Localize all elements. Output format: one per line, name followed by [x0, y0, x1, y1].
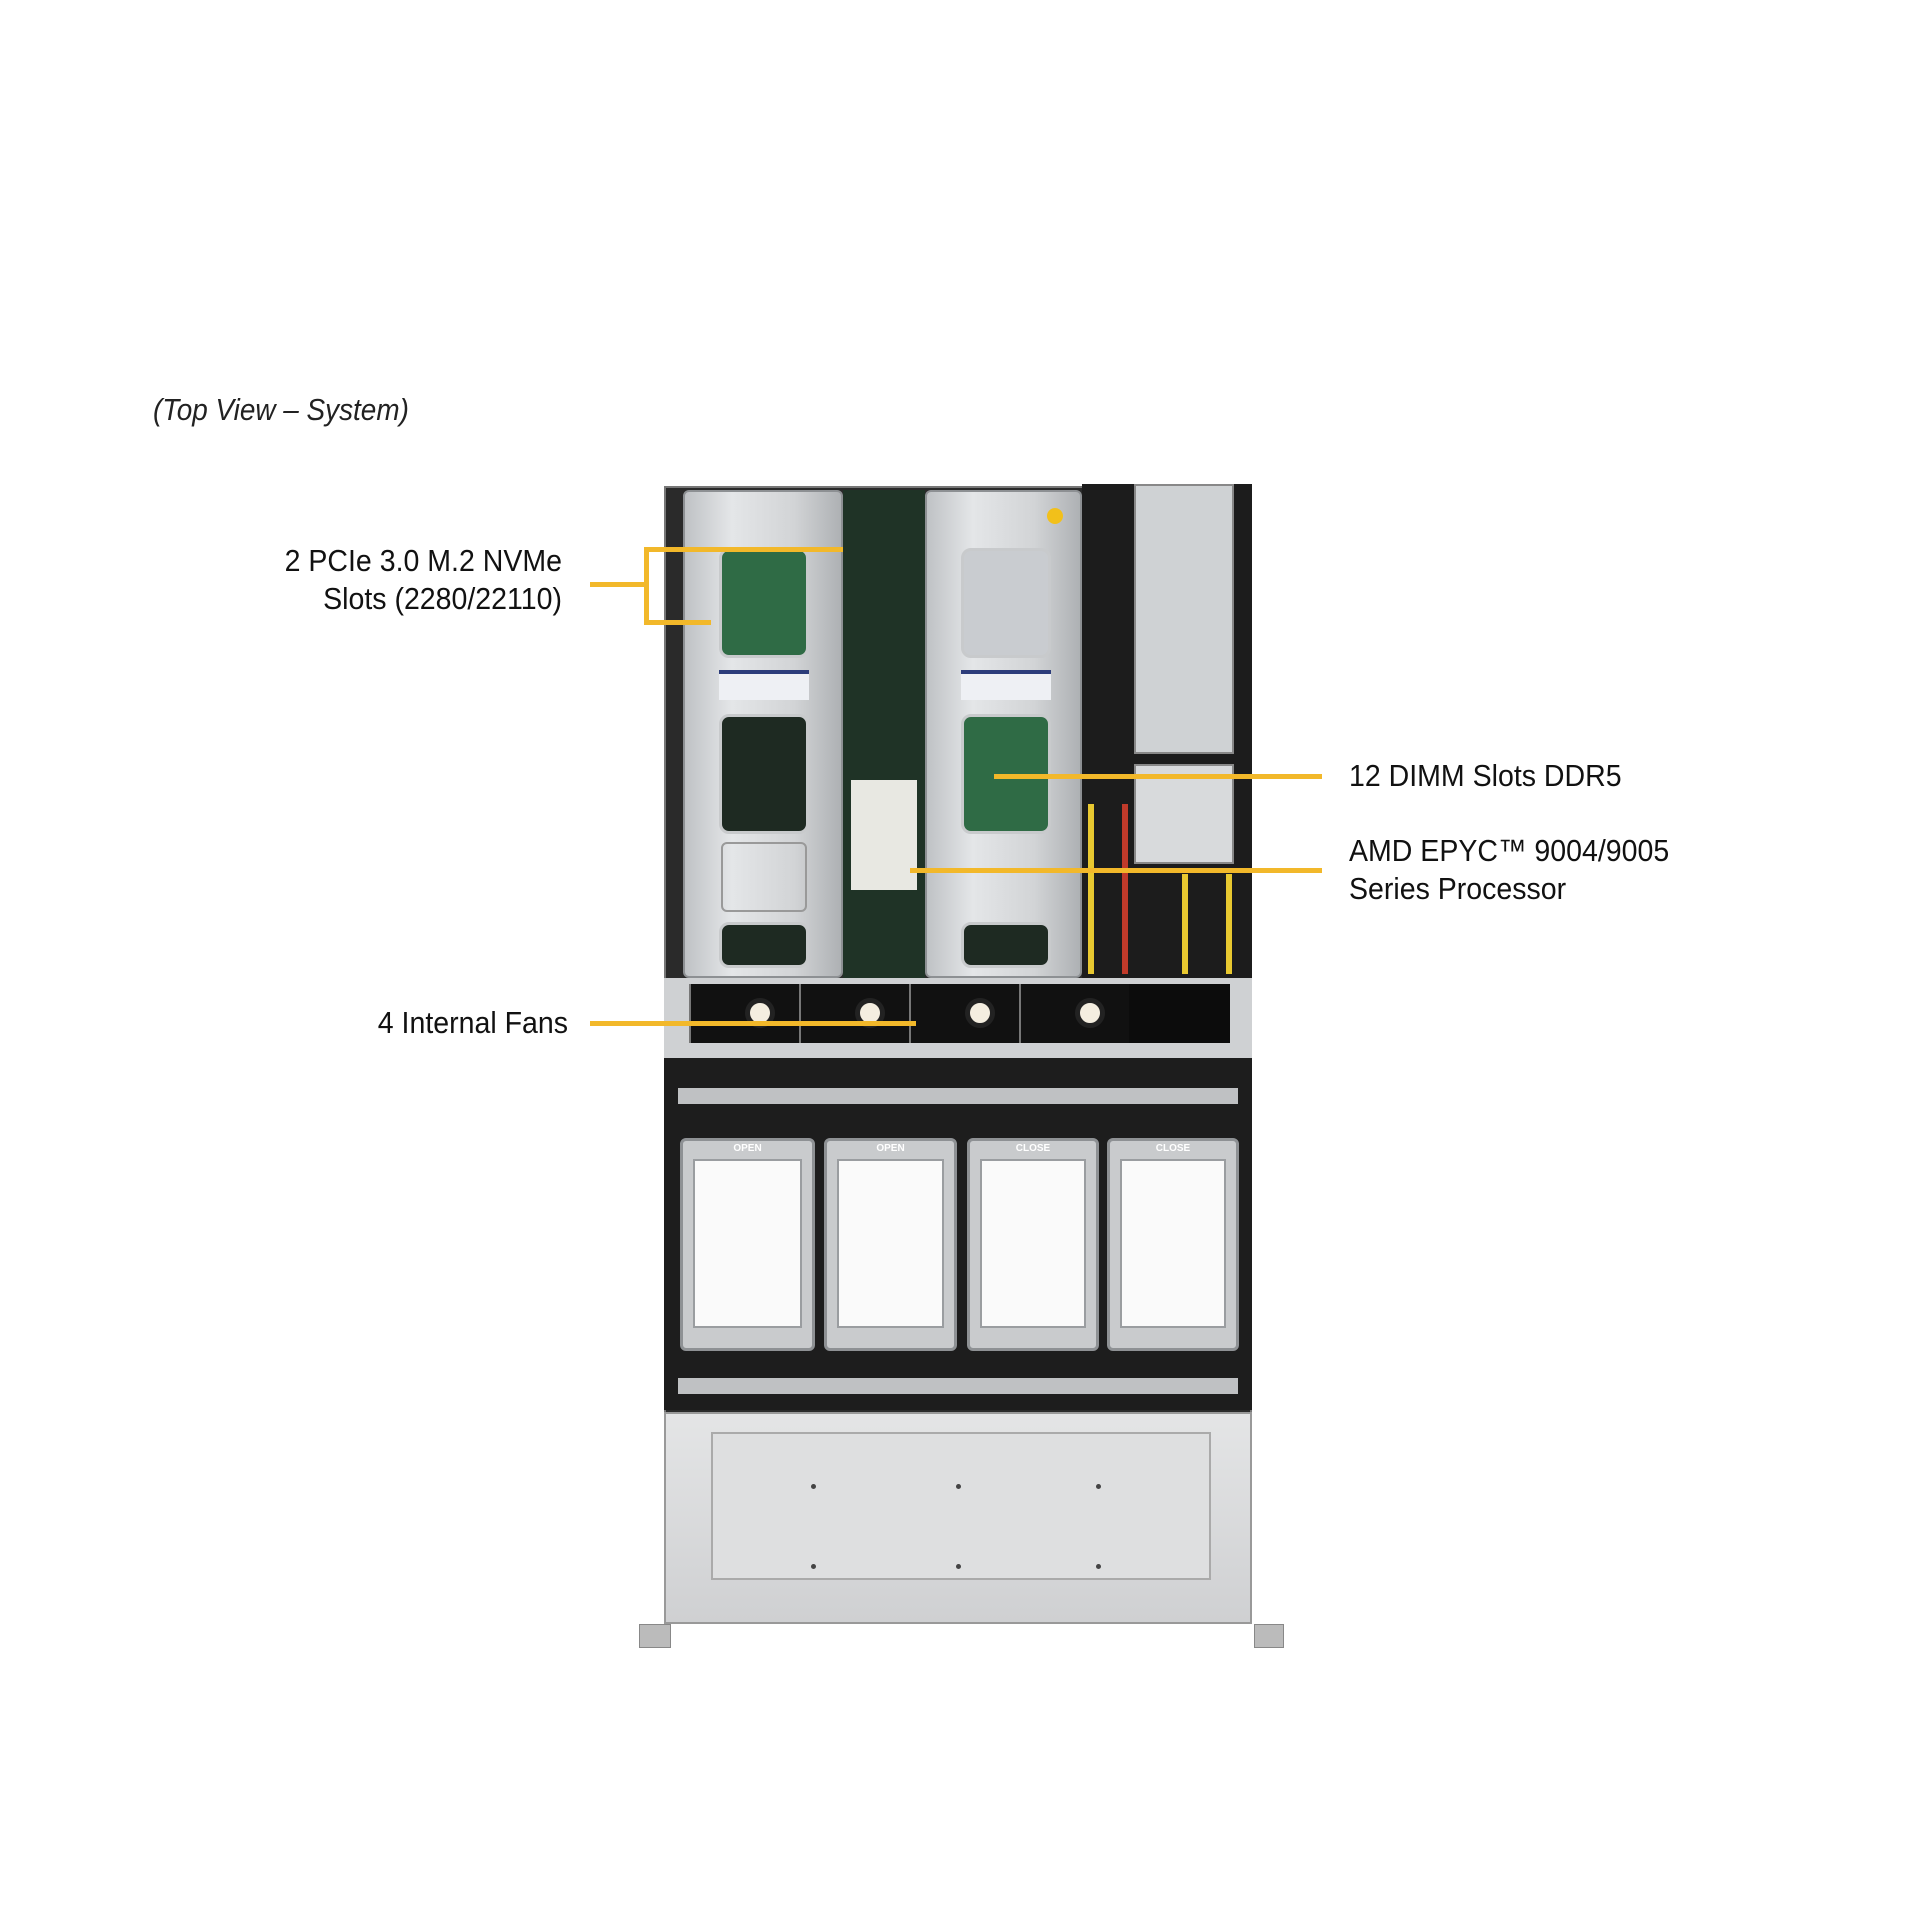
tray-instruction-card — [1120, 1159, 1226, 1328]
shroud-bracket-left — [721, 842, 807, 912]
callout-m2-arm-top — [644, 547, 843, 552]
cpu-heatsink-label — [851, 780, 917, 890]
screw-icon — [1096, 1564, 1101, 1569]
tray-instruction-card — [980, 1159, 1086, 1328]
fan-4 — [1019, 984, 1129, 1043]
callout-dimm-label: 12 DIMM Slots DDR5 — [1349, 757, 1622, 795]
front-cover — [664, 1412, 1252, 1624]
callout-m2-arm-bottom — [644, 620, 711, 625]
air-shroud-left — [683, 490, 843, 978]
screw-icon — [956, 1564, 961, 1569]
shroud-window-right — [961, 548, 1051, 658]
callout-cpu-leader — [910, 868, 1322, 873]
callout-m2-bracket — [644, 547, 649, 625]
fan-bank — [689, 984, 1230, 1043]
drive-bay-rail — [678, 1088, 1238, 1104]
rack-ear-left — [639, 1624, 671, 1648]
fan-hub-icon — [965, 998, 995, 1028]
callout-cpu-line2: Series Processor — [1349, 871, 1567, 906]
tray-label: CLOSE — [1015, 1143, 1051, 1154]
tray-label: OPEN — [733, 1143, 762, 1154]
callout-dimm-line1: 12 DIMM Slots DDR5 — [1349, 758, 1622, 793]
callout-m2-label: 2 PCIe 3.0 M.2 NVMe Slots (2280/22110) — [102, 542, 562, 618]
shroud-vent-left — [719, 922, 809, 968]
m2-slot-area — [719, 548, 809, 658]
screw-icon — [811, 1484, 816, 1489]
drive-bay-rail — [678, 1378, 1238, 1394]
fan-3 — [909, 984, 1019, 1043]
tray-label: OPEN — [876, 1143, 905, 1154]
callout-m2-leader — [590, 582, 646, 587]
server-top-view-image: OPEN OPEN CLOSE CLOSE — [639, 474, 1284, 1648]
power-distribution-box — [1134, 764, 1234, 864]
yellow-marker-icon — [1047, 508, 1063, 524]
power-cables — [1088, 804, 1128, 974]
callout-fans-label: 4 Internal Fans — [200, 1004, 568, 1042]
callout-m2-line1: 2 PCIe 3.0 M.2 NVMe — [284, 543, 562, 578]
power-cables — [1182, 874, 1232, 974]
tray-instruction-card — [693, 1159, 802, 1328]
shroud-vent-right — [961, 922, 1051, 968]
callout-m2-line2: Slots (2280/22110) — [323, 581, 562, 616]
callout-dimm-leader — [994, 774, 1322, 779]
drive-tray-3: CLOSE — [967, 1138, 1099, 1351]
drive-tray-4: CLOSE — [1107, 1138, 1239, 1351]
fan-hub-icon — [1075, 998, 1105, 1028]
drive-tray-2: OPEN — [824, 1138, 957, 1351]
callout-fans-leader — [590, 1021, 916, 1026]
tray-label: CLOSE — [1155, 1143, 1191, 1154]
view-caption: (Top View – System) — [153, 392, 409, 427]
dimm-window-left — [719, 714, 809, 834]
shroud-label-left — [719, 670, 809, 700]
callout-fans-line1: 4 Internal Fans — [377, 1005, 568, 1040]
shroud-label-right — [961, 670, 1051, 700]
callout-cpu-label: AMD EPYC™ 9004/9005 Series Processor — [1349, 832, 1669, 908]
power-supply — [1134, 484, 1234, 754]
air-shroud-right — [925, 490, 1082, 978]
motherboard-center — [843, 490, 925, 978]
callout-cpu-line1: AMD EPYC™ 9004/9005 — [1349, 833, 1670, 868]
screw-icon — [811, 1564, 816, 1569]
screw-icon — [956, 1484, 961, 1489]
psu-bay — [1082, 484, 1252, 978]
front-cover-panel — [711, 1432, 1211, 1580]
screw-icon — [1096, 1484, 1101, 1489]
fan-2 — [799, 984, 909, 1043]
fan-1 — [689, 984, 799, 1043]
rack-ear-right — [1254, 1624, 1284, 1648]
drive-tray-1: OPEN — [680, 1138, 815, 1351]
tray-instruction-card — [837, 1159, 944, 1328]
